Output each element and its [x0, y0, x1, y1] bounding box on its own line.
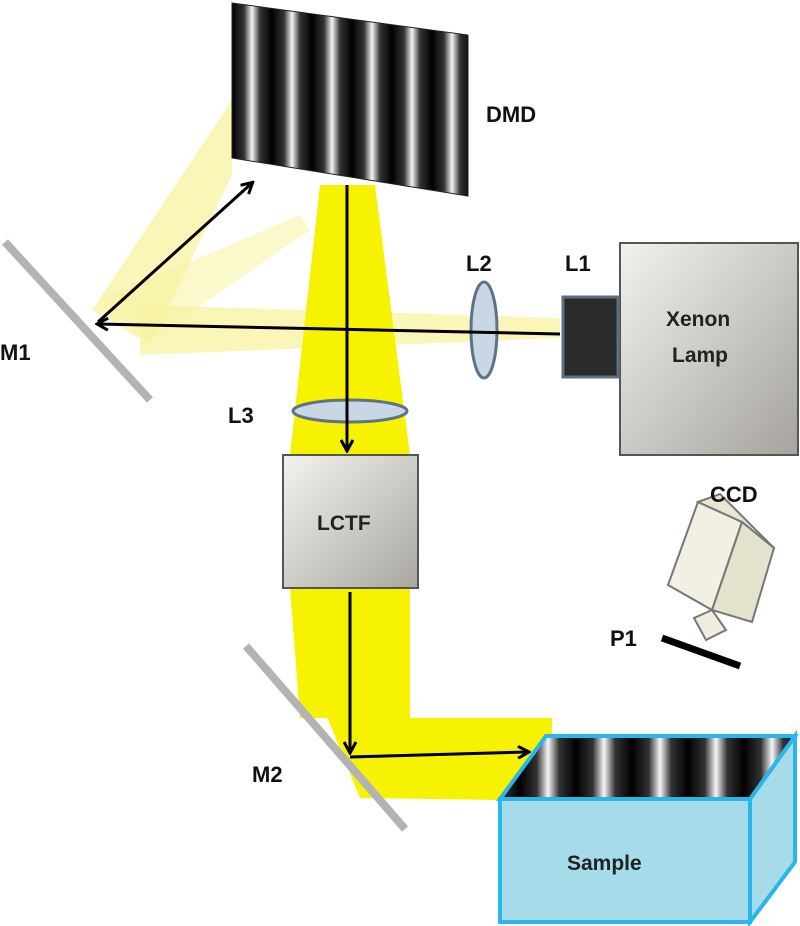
lens-l1-housing	[561, 295, 620, 379]
polarizer-p1	[660, 634, 742, 670]
pale-beam-dmd-to-m1	[92, 100, 232, 345]
beam-dmd-to-lctf	[290, 185, 410, 455]
sample-fringe-surface	[496, 734, 799, 801]
l3-label: L3	[228, 403, 254, 428]
lens-l3	[291, 398, 409, 424]
xenon-lamp-label-line2: Lamp	[672, 344, 728, 367]
xenon-lamp-label-line1: Xenon	[666, 308, 730, 331]
arrow-m1-to-dmd	[96, 183, 252, 324]
pale-beam-m1-to-dmd	[100, 215, 310, 340]
m2-label: M2	[252, 762, 283, 787]
ccd-camera	[666, 492, 776, 642]
arrow-lamp-to-m1	[98, 324, 561, 336]
dmd-label: DMD	[486, 102, 536, 127]
sample-label: Sample	[567, 852, 642, 875]
lctf-box	[282, 454, 419, 589]
beam-m2-to-sample	[300, 650, 552, 800]
dmd-device	[231, 2, 469, 197]
m1-label: M1	[0, 340, 31, 365]
mirror-m2	[242, 643, 409, 832]
xenon-lamp-body	[619, 242, 799, 456]
mirror-m1	[2, 239, 153, 403]
l2-label: L2	[466, 251, 492, 276]
l1-label: L1	[565, 251, 591, 276]
sample-box	[496, 729, 799, 926]
arrow-m2-to-sample	[349, 752, 528, 757]
lctf-label: LCTF	[317, 512, 371, 535]
ccd-label: CCD	[710, 482, 758, 507]
p1-label: P1	[610, 626, 637, 651]
lens-l2	[469, 280, 499, 380]
